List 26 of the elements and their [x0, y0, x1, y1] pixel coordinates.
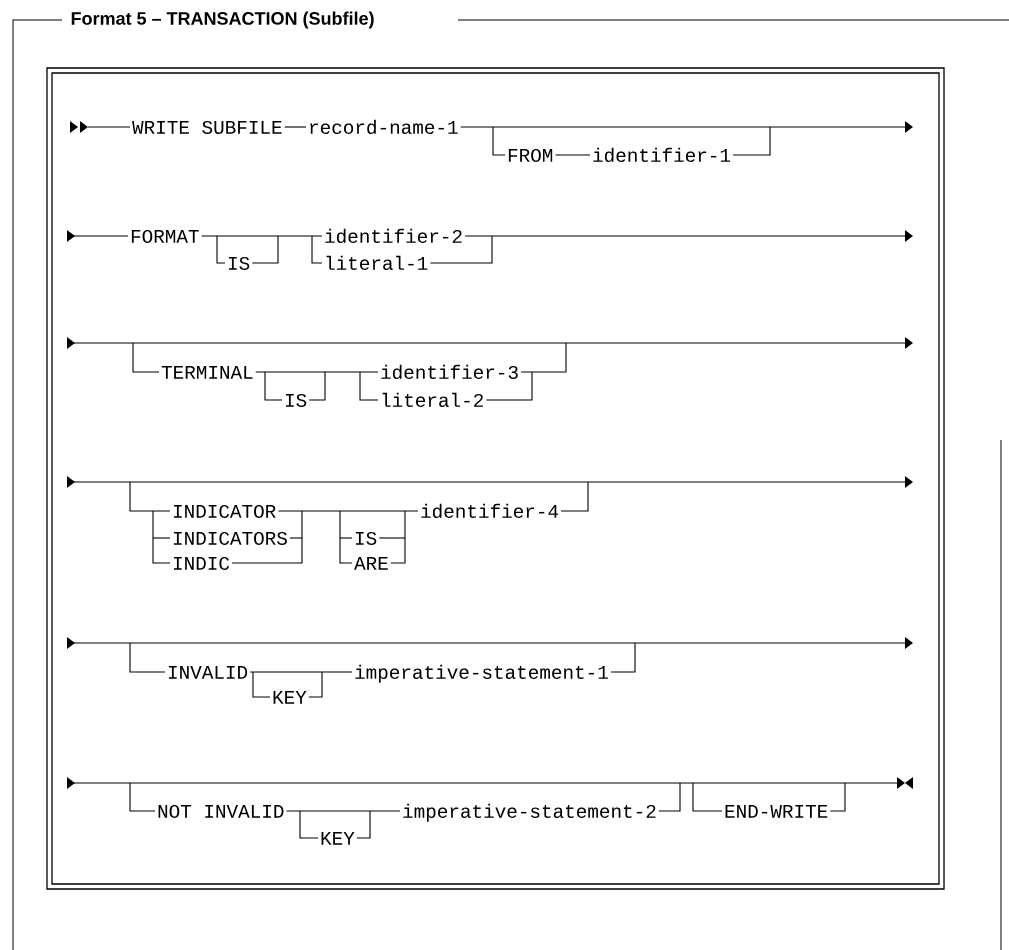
syntax-term: imperative-statement-2	[403, 803, 656, 822]
syntax-term: literal-2	[382, 392, 483, 407]
syntax-term: imperative-statement-1	[355, 664, 608, 683]
syntax-term: NOT INVALID	[158, 804, 284, 818]
syntax-term: END-WRITE	[725, 805, 828, 818]
syntax-term: IS	[228, 256, 250, 270]
syntax-term: IS	[285, 393, 307, 407]
syntax-term: record-name-1	[310, 119, 458, 135]
syntax-term: WRITE SUBFILE	[132, 120, 282, 134]
syntax-term: KEY	[321, 832, 355, 845]
syntax-term: INDICATOR	[173, 504, 276, 518]
heading: Format 5 – TRANSACTION (Subfile)	[71, 11, 374, 29]
syntax-term: TERMINAL	[161, 366, 253, 379]
syntax-term: INDICATORS	[173, 531, 287, 545]
syntax-term: FROM	[508, 148, 553, 162]
syntax-term: ARE	[354, 557, 388, 570]
syntax-term: identifier-3	[381, 364, 518, 380]
syntax-term: IS	[355, 531, 377, 545]
syntax-term: identifier-2	[325, 228, 462, 244]
syntax-term: literal-1	[326, 255, 428, 270]
syntax-term: INVALID	[168, 666, 248, 679]
syntax-term: KEY	[273, 691, 307, 704]
syntax-term: identifier-1	[593, 147, 731, 163]
syntax-term: INDIC	[173, 556, 230, 570]
syntax-term: FORMAT	[131, 229, 199, 243]
syntax-term: identifier-4	[421, 503, 559, 519]
